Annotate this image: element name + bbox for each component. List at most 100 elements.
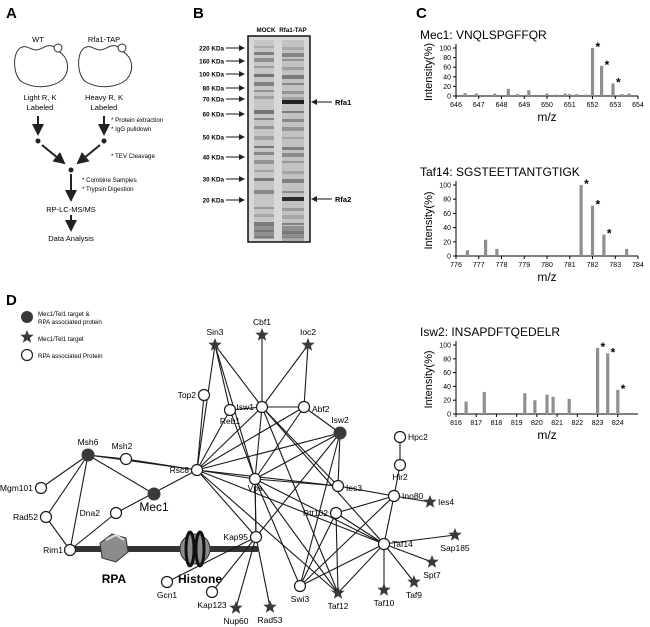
spectrum-peak xyxy=(506,88,510,96)
x-tick-label: 776 xyxy=(450,262,462,269)
legend-dark-node-icon xyxy=(21,311,33,323)
node-open-icon xyxy=(297,400,311,414)
gel-band xyxy=(282,137,304,139)
x-tick-label: 819 xyxy=(511,420,523,427)
network-edge xyxy=(335,495,395,514)
network-edge xyxy=(254,406,263,480)
spectrum-peak xyxy=(575,94,579,96)
network-edge xyxy=(261,406,339,487)
spectrum-peak xyxy=(579,185,583,256)
spectrum-peak xyxy=(620,94,624,96)
node-star-icon xyxy=(407,575,421,588)
spectrum-peak xyxy=(463,93,467,96)
network-node: Taf9 xyxy=(406,575,422,600)
gel-band xyxy=(254,82,274,86)
node-open-icon xyxy=(249,530,263,544)
spectrum-peak xyxy=(590,48,595,96)
gel-marker-label: 40 KDa xyxy=(203,155,225,162)
x-tick-label: 779 xyxy=(518,262,530,269)
gel-band xyxy=(282,53,304,57)
histone-dna-wrap-2 xyxy=(194,530,206,568)
network-node: Ies3 xyxy=(331,479,362,493)
wt-label-line2: Labeled xyxy=(27,103,54,112)
x-tick-label: 782 xyxy=(587,262,599,269)
network-node: Gcn1 xyxy=(157,575,177,600)
y-tick-label: 20 xyxy=(443,84,451,91)
peak-asterisk: * xyxy=(601,340,606,354)
spectrum-peak xyxy=(627,93,631,96)
arrow-wt-merge xyxy=(41,144,66,165)
node-label: Isw2 xyxy=(331,415,349,425)
node-label: Taf10 xyxy=(374,598,395,608)
network-edge xyxy=(383,543,433,563)
network-node: Hir2 xyxy=(392,458,408,482)
gel-band xyxy=(254,126,274,129)
gel-band xyxy=(282,171,304,174)
node-label: Ies4 xyxy=(438,497,454,507)
wt-pulldown-dot xyxy=(35,138,41,144)
network-node: Nup60 xyxy=(223,601,249,626)
network-edge xyxy=(254,478,385,545)
network-edge xyxy=(196,469,257,538)
legend-star-icon xyxy=(20,330,34,343)
y-tick-label: 0 xyxy=(447,94,451,101)
node-label: Dna2 xyxy=(80,508,101,518)
node-label: Ioc2 xyxy=(300,327,316,337)
gel-band xyxy=(254,58,274,62)
network-edge xyxy=(166,536,257,583)
network-edge xyxy=(299,512,337,587)
node-label: Ino80 xyxy=(402,491,424,501)
network-node: Msh2 xyxy=(112,441,133,466)
wt-cell-icon xyxy=(14,45,69,88)
node-label: Rad53 xyxy=(257,615,282,625)
node-label: Sap185 xyxy=(440,543,470,553)
legend-item2: Mec1/Tel1 target xyxy=(38,336,84,343)
node-open-icon xyxy=(331,479,345,493)
network-edge xyxy=(45,454,89,518)
y-tick-label: 100 xyxy=(439,46,451,53)
network-edge xyxy=(211,536,257,593)
y-tick-label: 80 xyxy=(443,356,451,363)
node-label: Nup60 xyxy=(223,616,248,626)
node-label: Cbf1 xyxy=(253,317,271,327)
y-tick-label: 40 xyxy=(443,384,451,391)
gel-band xyxy=(254,136,274,140)
node-open-icon xyxy=(393,430,407,444)
spectrum-peak xyxy=(474,93,479,96)
network-edge xyxy=(196,406,263,471)
step-igg-pulldown: * IgG pulldown xyxy=(111,126,152,133)
peak-asterisk: * xyxy=(596,40,601,54)
network-edge xyxy=(196,394,205,471)
network-node: Mgm101 xyxy=(0,481,48,495)
gel-band xyxy=(282,127,304,131)
rfa-pulldown-dot xyxy=(101,138,107,144)
network-edge xyxy=(87,454,155,495)
gel-marker-label: 30 KDa xyxy=(203,177,225,184)
gel-marker-label: 160 KDa xyxy=(199,59,224,66)
network-edge xyxy=(335,512,339,594)
node-open-icon xyxy=(119,452,133,466)
gel-band xyxy=(282,208,304,211)
peak-asterisk: * xyxy=(584,177,589,191)
step-combine-samples: * Combine Samples xyxy=(82,177,137,184)
spectrum-peak xyxy=(515,94,519,96)
network-edge xyxy=(235,536,257,609)
legend-item3: RPA associated Protein xyxy=(38,353,103,360)
gel-band xyxy=(282,161,304,163)
wt-label-line1: Light R, K xyxy=(24,93,57,102)
network-edge xyxy=(303,344,309,408)
network-node: Taf12 xyxy=(328,586,349,611)
node-label: Vps xyxy=(248,483,263,493)
network-edge xyxy=(299,432,341,587)
spectrum-peak xyxy=(602,234,606,256)
y-tick-label: 60 xyxy=(443,370,451,377)
node-label: Swi3 xyxy=(291,594,310,604)
gel-band xyxy=(282,91,304,94)
node-label: Spt7 xyxy=(423,570,441,580)
spectrum-title: Isw2: INSAPDFTQEDELR xyxy=(420,325,560,339)
